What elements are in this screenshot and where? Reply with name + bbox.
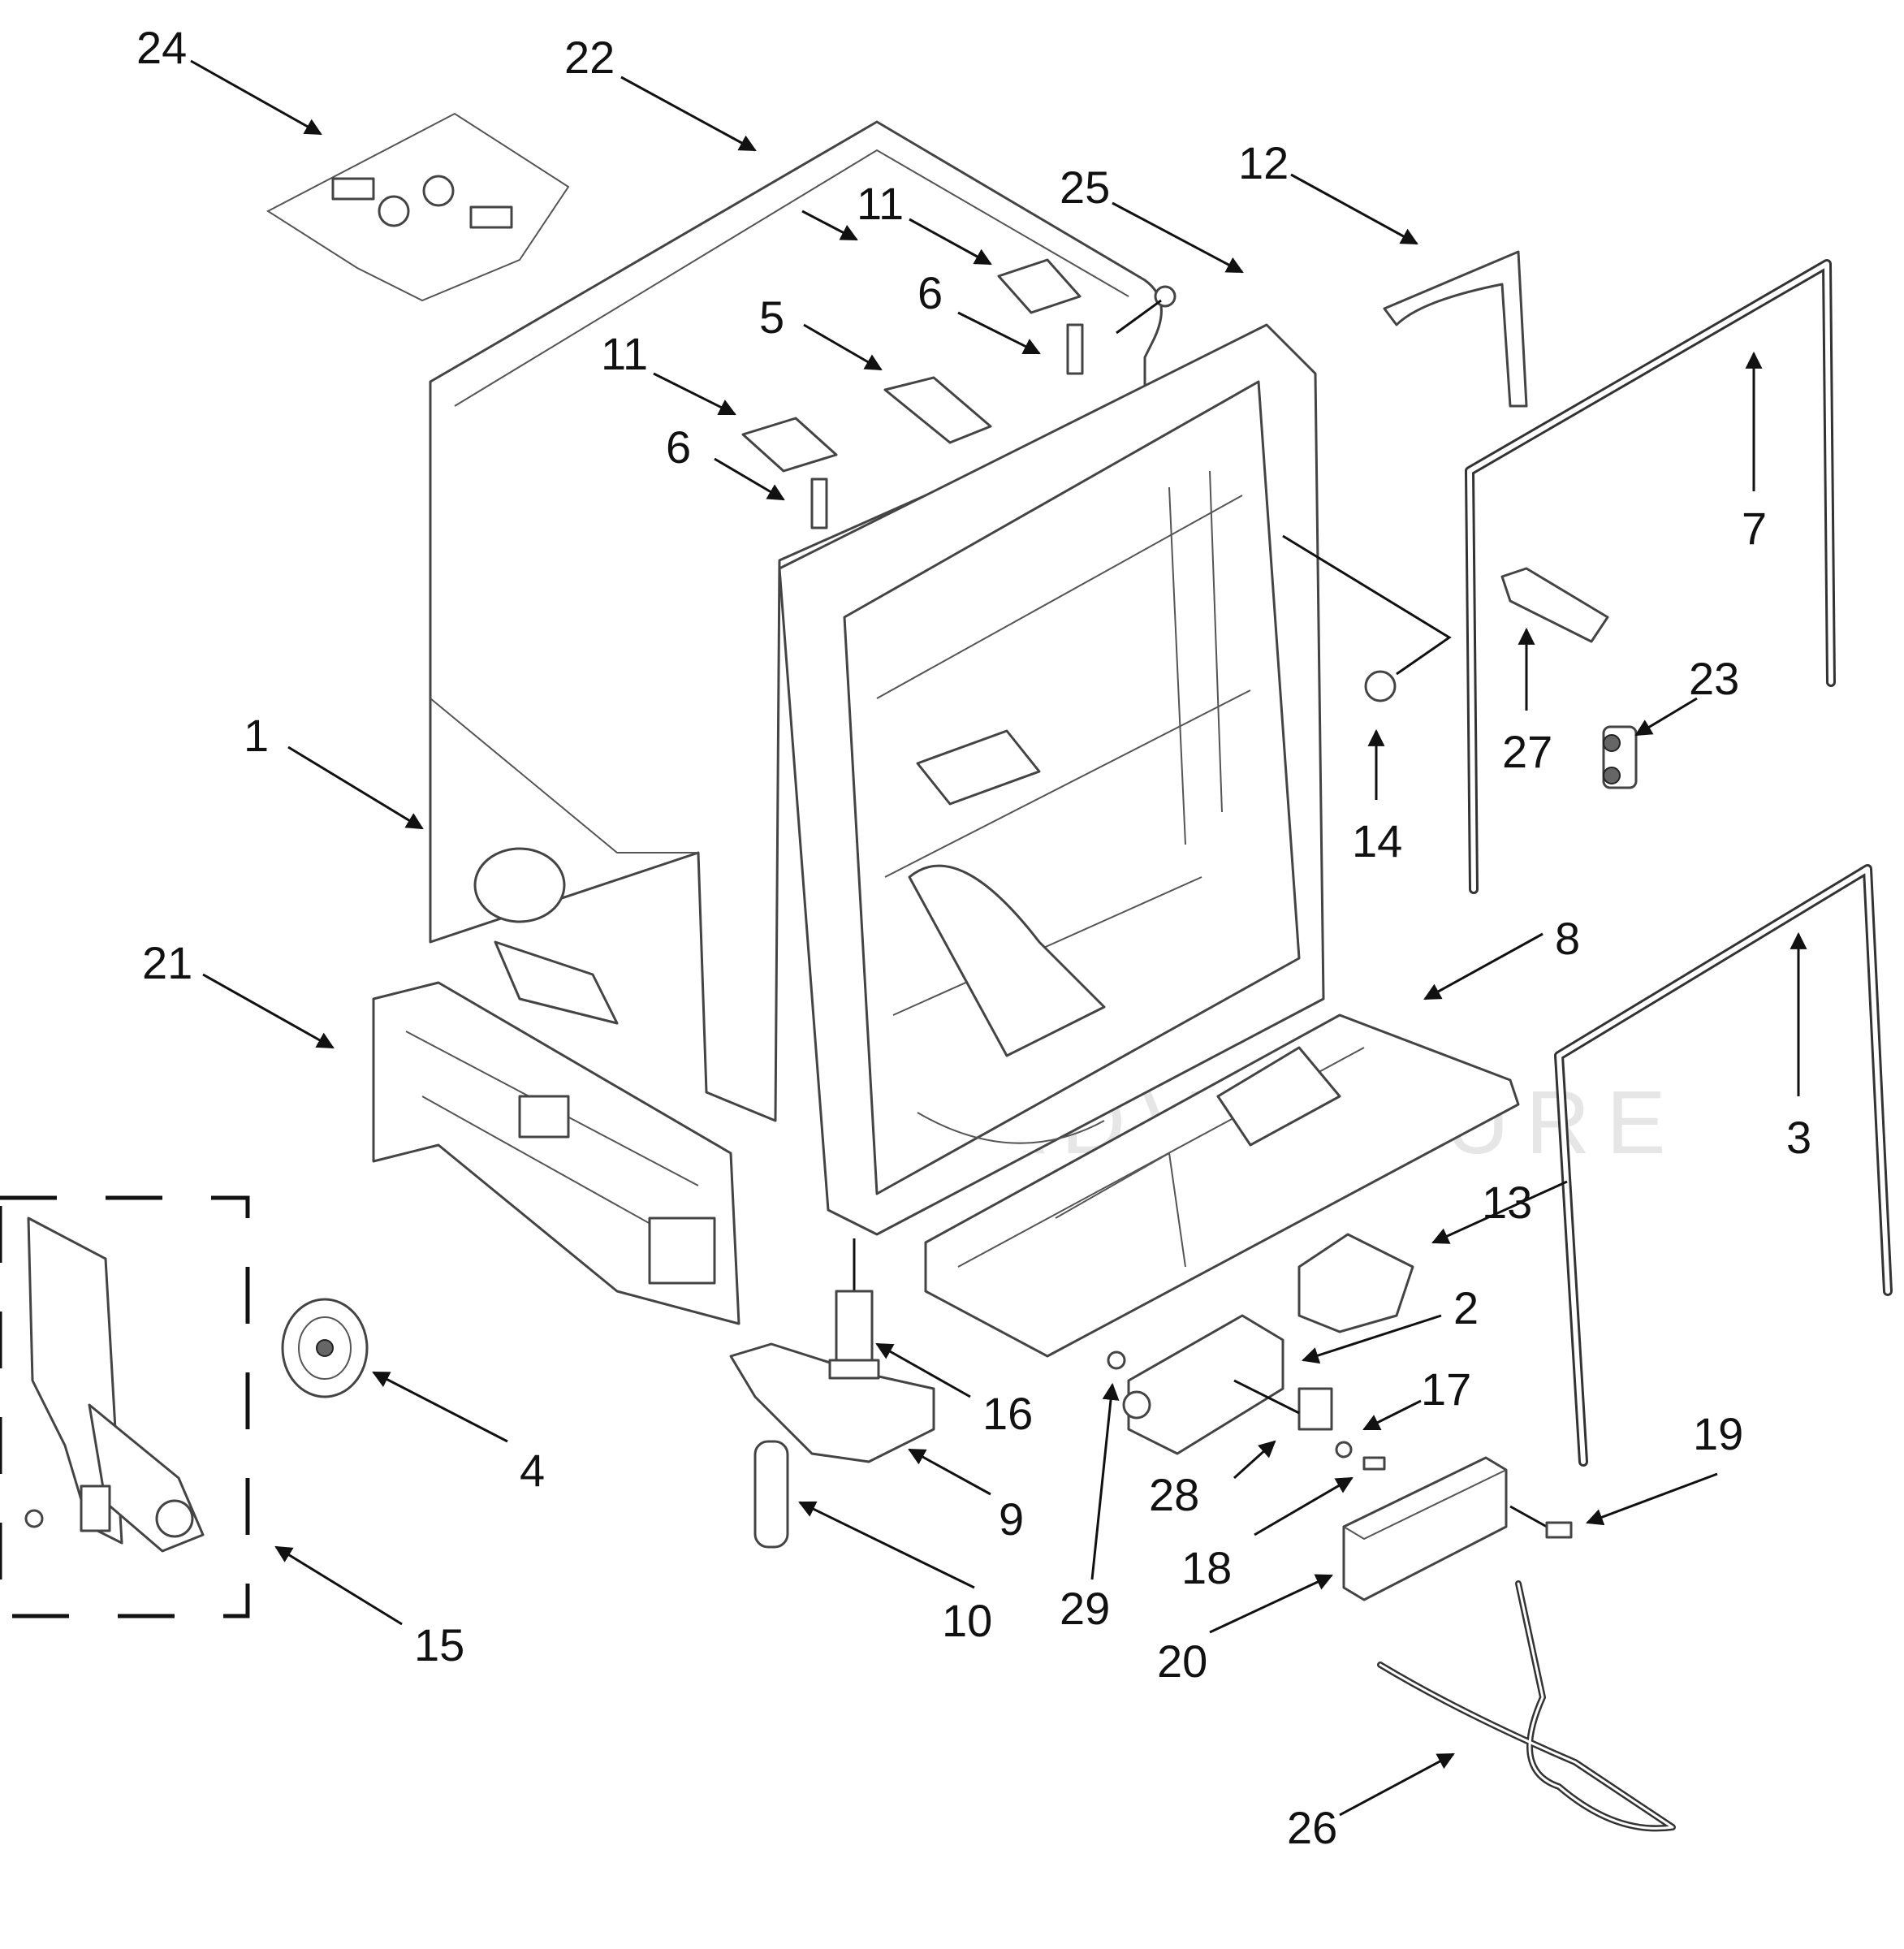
part-22-insulation [429, 120, 1163, 1122]
part-21-base-frame [372, 981, 740, 1325]
part-10-hose [753, 1440, 789, 1549]
callout-22: 22 [564, 32, 615, 83]
callout-15: 15 [414, 1619, 464, 1670]
part-11-bracket-right [997, 258, 1082, 314]
callout-8: 8 [1555, 913, 1580, 964]
part-25-clip [1116, 285, 1177, 335]
callout-11-right: 11 [857, 178, 904, 229]
callout-10: 10 [942, 1595, 992, 1646]
callout-5: 5 [759, 292, 784, 343]
part-14-plug [1282, 534, 1452, 702]
callout-3: 3 [1786, 1112, 1811, 1163]
callout-26: 26 [1287, 1802, 1337, 1853]
callout-6-left: 6 [666, 421, 691, 473]
part-18-screw [1335, 1441, 1386, 1471]
part-6-screw-left [810, 478, 828, 529]
callout-18: 18 [1181, 1542, 1232, 1593]
part-28-rod [1233, 1379, 1300, 1415]
callout-12: 12 [1238, 137, 1289, 188]
part-3-door-gasket [1554, 864, 1893, 1467]
part-16-leveling-leg [828, 1238, 880, 1380]
part-26-wire-harness [1377, 1580, 1676, 1832]
part-23-wheel-assembly [1602, 725, 1638, 789]
part-15-pump-assembly [0, 1195, 250, 1618]
part-1-tub [778, 323, 1325, 1236]
callout-16: 16 [982, 1388, 1033, 1439]
callout-19: 19 [1693, 1408, 1743, 1459]
callout-25: 25 [1060, 162, 1110, 213]
part-7-side-gasket [1465, 259, 1836, 894]
callout-labels: 1 2 3 4 5 6 6 7 8 9 10 11 11 12 13 14 15… [136, 22, 1811, 1853]
callout-2: 2 [1453, 1282, 1479, 1333]
callout-13: 13 [1482, 1177, 1532, 1228]
callout-21: 21 [142, 937, 192, 988]
part-20-cover-box [1342, 1456, 1508, 1601]
callout-23: 23 [1689, 653, 1739, 704]
part-9-drain-bracket [729, 1342, 935, 1463]
part-8-base [924, 1013, 1520, 1358]
callout-27: 27 [1502, 726, 1552, 777]
callout-6-right: 6 [917, 267, 943, 318]
callout-28: 28 [1149, 1469, 1199, 1520]
callout-4: 4 [520, 1445, 545, 1496]
callout-17: 17 [1421, 1363, 1471, 1415]
callout-9: 9 [999, 1493, 1024, 1545]
callout-20: 20 [1157, 1636, 1207, 1687]
part-4-pump [281, 1298, 369, 1398]
callout-11-left: 11 [601, 328, 648, 379]
callout-7: 7 [1742, 503, 1767, 554]
part-6-screw-right [1066, 323, 1084, 375]
kit-dashed-box [0, 1195, 250, 1618]
part-29-screw [1107, 1350, 1126, 1370]
part-5-mount-bracket [883, 376, 992, 444]
part-13-cover [1297, 1233, 1414, 1333]
part-11-bracket-left [741, 417, 838, 473]
callout-24: 24 [136, 22, 187, 73]
part-19-screw [1509, 1505, 1573, 1539]
callout-1: 1 [244, 710, 269, 761]
part-27-hinge-plate [1500, 567, 1609, 643]
part-12-top-trim [1383, 250, 1528, 408]
callout-29: 29 [1060, 1583, 1110, 1634]
part-2-bracket [1122, 1314, 1284, 1455]
part-24-hardware-bag [266, 112, 570, 302]
leader-arrows [190, 59, 1807, 1817]
callout-14: 14 [1352, 815, 1402, 866]
part-17-switch [1297, 1387, 1333, 1431]
